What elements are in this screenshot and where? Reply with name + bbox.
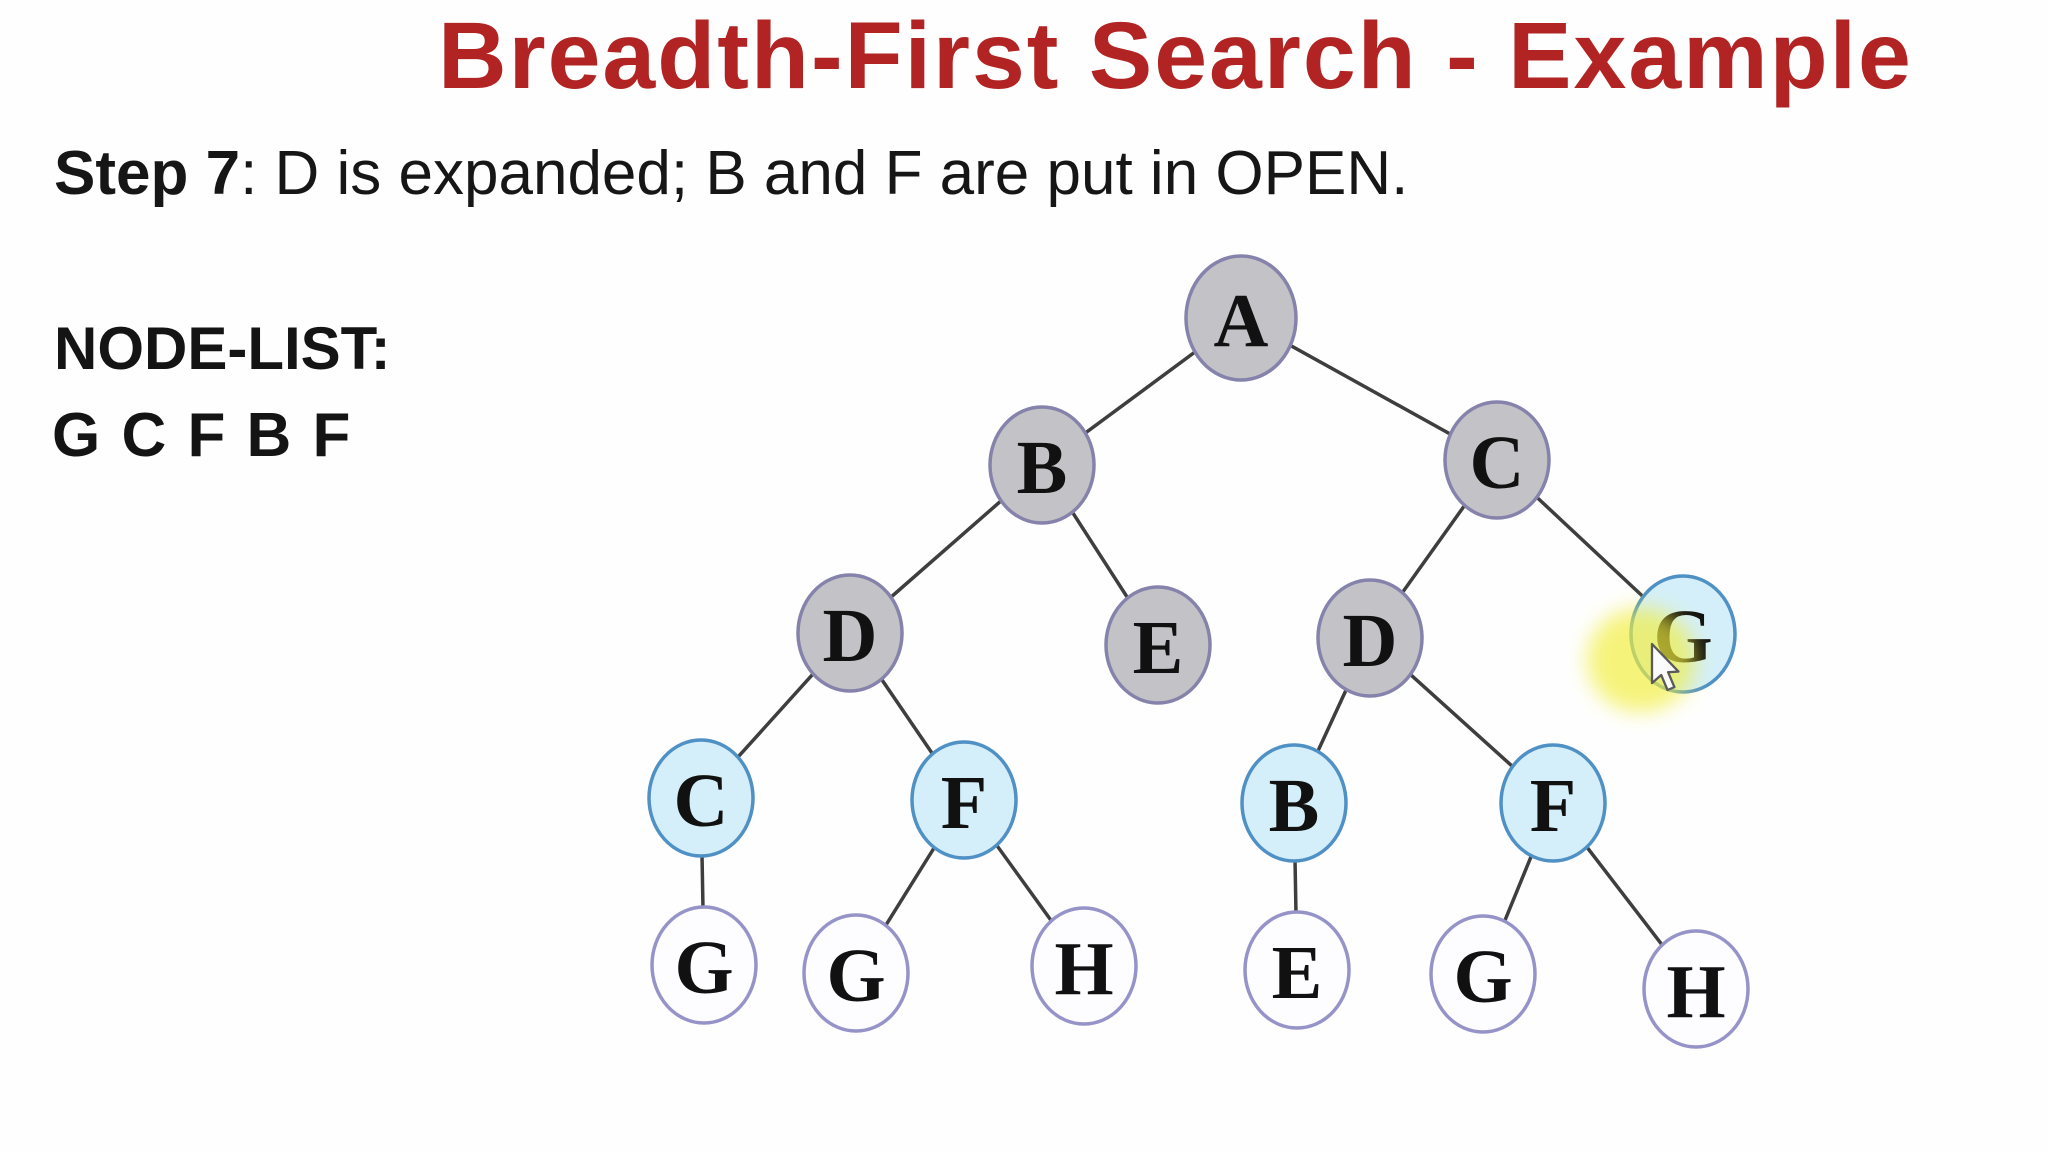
node-C-4-ellipse	[647, 738, 755, 858]
node-E-mid-ellipse	[1104, 585, 1212, 705]
node-G-5b-ellipse	[802, 913, 910, 1033]
node-H-5b-ellipse	[1642, 929, 1750, 1049]
node-A-label: A	[1214, 279, 1269, 363]
node-H-5a-ellipse	[1030, 906, 1138, 1026]
tree-node-G-5b: G	[802, 913, 910, 1033]
tree-node-B: B	[988, 405, 1096, 525]
node-F-4l-label: F	[941, 761, 987, 845]
node-B-label: B	[1017, 426, 1068, 510]
node-H-5a-label: H	[1054, 927, 1113, 1011]
node-F-4l-ellipse	[910, 740, 1018, 860]
node-E-5b-label: E	[1272, 931, 1323, 1015]
node-F-4r-ellipse	[1499, 743, 1607, 863]
tree-node-H-5b: H	[1642, 929, 1750, 1049]
highlight-glow	[1587, 608, 1695, 712]
node-G-5a-label: G	[674, 926, 733, 1010]
tree-node-B-4r: B	[1240, 743, 1348, 863]
slide-title: Breadth-First Search - Example	[438, 3, 1913, 109]
node-C-label: C	[1470, 421, 1525, 505]
tree-node-E-mid: E	[1104, 585, 1212, 705]
tree-node-F-4r: F	[1499, 743, 1607, 863]
tree-node-C-4: C	[647, 738, 755, 858]
node-G-5a-ellipse	[650, 905, 758, 1025]
tree-node-A: A	[1184, 254, 1298, 382]
tree-node-G-5c: G	[1429, 914, 1537, 1034]
tree-node-D-left: D	[796, 573, 904, 693]
node-A-ellipse	[1184, 254, 1298, 382]
node-list-value: G C F B F	[52, 401, 353, 470]
node-F-4r-label: F	[1530, 764, 1576, 848]
tree-node-D-right: D	[1316, 578, 1424, 698]
node-G-5b-label: G	[826, 934, 885, 1018]
node-G-5c-ellipse	[1429, 914, 1537, 1034]
mouse-cursor-icon	[1650, 642, 1680, 692]
node-H-5b-label: H	[1666, 950, 1725, 1034]
node-D-right-ellipse	[1316, 578, 1424, 698]
node-C-4-label: C	[674, 759, 729, 843]
node-D-left-ellipse	[796, 573, 904, 693]
tree-node-H-5a: H	[1030, 906, 1138, 1026]
node-D-right-label: D	[1343, 599, 1398, 683]
node-B-4r-ellipse	[1240, 743, 1348, 863]
node-E-mid-label: E	[1133, 606, 1184, 690]
node-G-5c-label: G	[1453, 935, 1512, 1019]
step-number-label: Step 7	[54, 139, 241, 208]
node-list-label: NODE-LIST:	[54, 315, 391, 382]
node-B-4r-label: B	[1269, 764, 1320, 848]
step-line: Step 7: D is expanded; B and F are put i…	[54, 138, 1408, 209]
node-E-5b-ellipse	[1243, 910, 1351, 1030]
node-B-ellipse	[988, 405, 1096, 525]
node-C-ellipse	[1443, 400, 1551, 520]
step-description: : D is expanded; B and F are put in OPEN…	[240, 139, 1409, 208]
tree-node-F-4l: F	[910, 740, 1018, 860]
tree-node-E-5b: E	[1243, 910, 1351, 1030]
tree-node-G-5a: G	[650, 905, 758, 1025]
tree-node-C: C	[1443, 400, 1551, 520]
node-D-left-label: D	[823, 594, 878, 678]
